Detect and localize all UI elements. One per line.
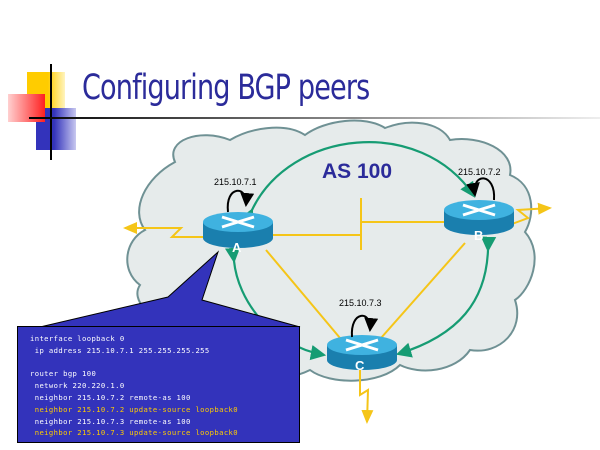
router-b[interactable]: B: [444, 200, 514, 243]
loopback-c-icon: [350, 314, 379, 338]
router-b-label: B: [474, 228, 483, 243]
router-a-config-callout: interface loopback 0 ip address 215.10.7…: [17, 326, 300, 443]
loopback-b-icon: [466, 177, 496, 201]
config-line: network 220.220.1.0: [30, 381, 125, 391]
slide-decoration: [8, 64, 79, 160]
config-line-highlighted: neighbor 215.10.7.2 update-source loopba…: [30, 404, 238, 414]
link-c-external: [359, 368, 374, 424]
link-a-external: [123, 222, 205, 238]
loopback-a-address: 215.10.7.1: [214, 177, 257, 187]
link-b-external: [511, 202, 552, 225]
loopback-c-address: 215.10.7.3: [339, 298, 382, 308]
session-a-b: [239, 141, 476, 226]
vertical-rule: [50, 64, 52, 160]
loopback-arrows: [226, 177, 496, 338]
config-line: neighbor 215.10.7.3 remote-as 100: [30, 416, 191, 426]
title-underline: [29, 117, 600, 119]
as-label: AS 100: [322, 160, 392, 183]
config-line: interface loopback 0: [30, 334, 125, 343]
loopback-a-icon: [226, 189, 255, 213]
loopback-b-address: 215.10.7.2: [458, 167, 501, 177]
router-a[interactable]: A: [203, 212, 273, 255]
router-c[interactable]: C: [327, 335, 397, 373]
config-line: ip address 215.10.7.1 255.255.255.255: [30, 345, 210, 355]
session-b-c: [395, 236, 497, 358]
config-line: router bgp 100: [30, 369, 97, 379]
config-line: neighbor 215.10.7.2 remote-as 100: [30, 392, 191, 402]
slide-title: Configuring BGP peers: [82, 68, 370, 108]
config-line-highlighted: neighbor 215.10.7.3 update-source loopba…: [30, 428, 238, 438]
config-line: [30, 357, 299, 369]
router-a-label: A: [232, 240, 242, 255]
router-c-label: C: [355, 358, 365, 373]
